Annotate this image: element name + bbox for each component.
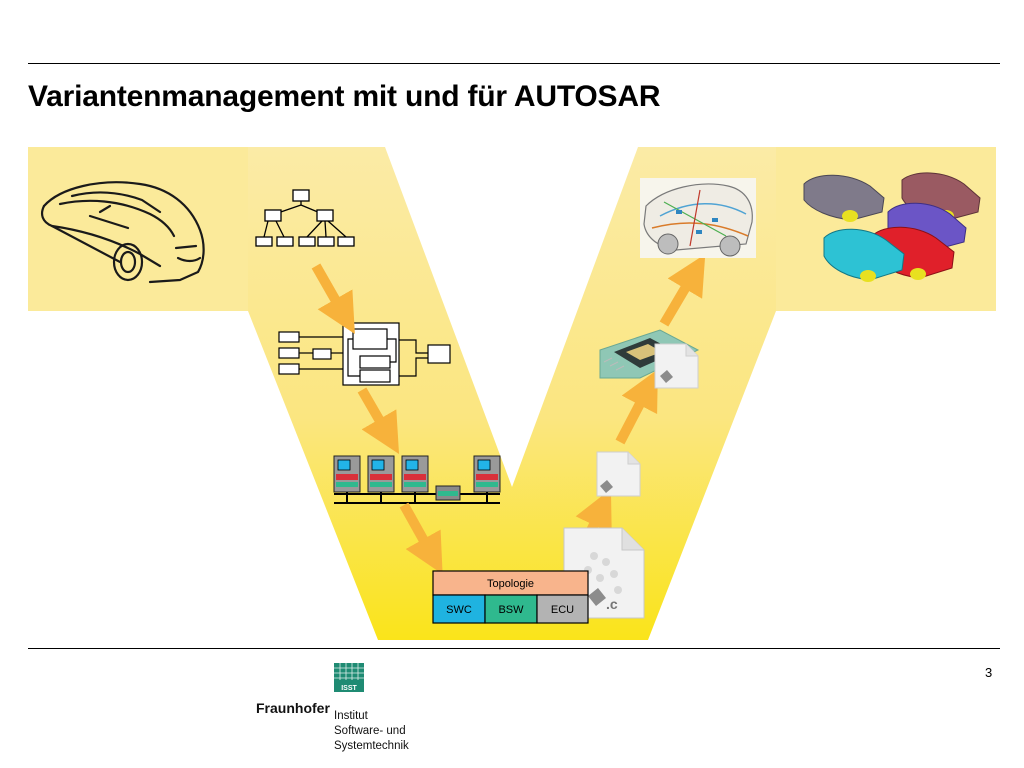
- arrow-down-3: [399, 502, 443, 575]
- isst-logo-icon: ISST: [334, 663, 364, 692]
- car-wiring-icon: [640, 178, 756, 258]
- topology-header: [432, 570, 589, 596]
- left-band-panel: [28, 147, 248, 311]
- file-extension-label: .c: [606, 596, 618, 612]
- ecu-network-icon: [333, 455, 501, 504]
- arrow-up-3: [659, 254, 706, 327]
- fraunhofer-brand: Fraunhofer: [256, 700, 330, 716]
- page-number: 3: [985, 665, 993, 680]
- institute-line: Software- und: [334, 725, 406, 737]
- institute-line: Systemtechnik: [334, 740, 409, 752]
- topology-box: Topologie SWC BSW ECU: [432, 570, 589, 624]
- ecu-label: ECU: [551, 604, 574, 616]
- topology-header-label: Topologie: [487, 578, 534, 590]
- v-shape: [248, 147, 776, 640]
- file-icon: [596, 451, 641, 497]
- swc-cell: [432, 594, 486, 624]
- isst-badge-label: ISST: [341, 685, 357, 692]
- institute-line: Institut: [334, 710, 368, 722]
- bsw-cell: [484, 594, 538, 624]
- component-diagram-icon: [278, 322, 451, 386]
- ecu-cell: [536, 594, 589, 624]
- slide-title: Variantenmanagement mit und für AUTOSAR: [28, 80, 661, 113]
- file-icon: [654, 343, 699, 389]
- feature-tree-icon: [255, 189, 355, 247]
- ecu-node-icon: [401, 455, 429, 503]
- top-rule: [28, 63, 1000, 64]
- car-variants-icon: [803, 172, 981, 282]
- car-sketch-icon: [41, 181, 205, 284]
- ecu-node-icon: [333, 455, 361, 503]
- institute-name: Institut Software- und Systemtechnik: [334, 709, 409, 754]
- arrow-down-1: [311, 263, 355, 335]
- bottom-rule: [28, 648, 1000, 649]
- arrow-up-2: [615, 369, 658, 445]
- swc-label: SWC: [446, 604, 472, 616]
- car-variant-cyan-icon: [823, 228, 905, 282]
- bus-gateway-icon: [435, 485, 461, 501]
- arrow-down-2: [357, 387, 400, 454]
- bsw-label: BSW: [498, 604, 524, 616]
- v-band: [28, 147, 996, 640]
- car-variant-gray-icon: [803, 174, 885, 222]
- ecu-node-icon: [367, 455, 395, 503]
- ecu-node-icon: [473, 455, 501, 503]
- flow-arrows-down: [311, 263, 443, 575]
